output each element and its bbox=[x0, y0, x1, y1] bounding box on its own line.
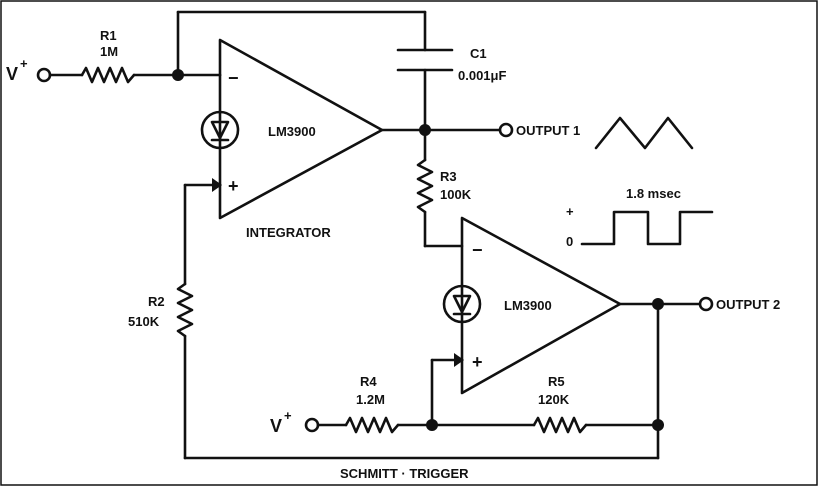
square-wave-period: 1.8 msec bbox=[626, 186, 681, 201]
opamp1-minus: − bbox=[228, 68, 239, 88]
opamp1-opamp-icon bbox=[218, 38, 384, 220]
opamp1-part: LM3900 bbox=[268, 124, 316, 139]
c1-name: C1 bbox=[470, 46, 487, 61]
square-wave-zero: 0 bbox=[566, 234, 573, 249]
opamp1-plus: + bbox=[228, 176, 239, 196]
vplus-sup-1: + bbox=[20, 56, 28, 71]
vplus-sup-2: + bbox=[284, 408, 292, 423]
output2-label: OUTPUT 2 bbox=[716, 297, 780, 312]
output1-terminal bbox=[498, 122, 514, 138]
vplus-label-1: V bbox=[6, 64, 18, 84]
opamp2-opamp-icon bbox=[460, 216, 622, 395]
r1-value: 1M bbox=[100, 44, 118, 59]
output1-label: OUTPUT 1 bbox=[516, 123, 580, 138]
c1-capacitor-icon bbox=[396, 48, 454, 72]
vplus-terminal-1 bbox=[36, 67, 52, 83]
r5-value: 120K bbox=[538, 392, 570, 407]
opamp2-part: LM3900 bbox=[504, 298, 552, 313]
square-wave-plus: + bbox=[566, 204, 574, 219]
r3-value: 100K bbox=[440, 187, 472, 202]
vplus-label-2: V bbox=[270, 416, 282, 436]
opamp1-current-source-icon bbox=[200, 110, 240, 150]
r4-name: R4 bbox=[360, 374, 377, 389]
triangle-wave-icon bbox=[594, 116, 694, 150]
opamp2-plus: + bbox=[472, 352, 483, 372]
r5-name: R5 bbox=[548, 374, 565, 389]
r4-value: 1.2M bbox=[356, 392, 385, 407]
opamp2-current-source-icon bbox=[442, 284, 482, 324]
r1-resistor-icon bbox=[80, 66, 136, 84]
opamp2-minus: − bbox=[472, 240, 483, 260]
r2-name: R2 bbox=[148, 294, 165, 309]
r4-resistor-icon bbox=[344, 416, 400, 434]
schmitt-trigger-caption: SCHMITT · TRIGGER bbox=[340, 466, 469, 481]
r3-name: R3 bbox=[440, 169, 457, 184]
opamp1-caption: INTEGRATOR bbox=[246, 225, 331, 240]
r1-name: R1 bbox=[100, 28, 117, 43]
square-wave-icon bbox=[580, 210, 714, 246]
vplus-terminal-2 bbox=[304, 417, 320, 433]
output2-terminal bbox=[698, 296, 714, 312]
r3-resistor-icon bbox=[416, 158, 434, 214]
r5-resistor-icon bbox=[532, 416, 588, 434]
r2-value: 510K bbox=[128, 314, 160, 329]
c1-value: 0.001μF bbox=[458, 68, 506, 83]
r2-resistor-icon bbox=[176, 282, 194, 338]
